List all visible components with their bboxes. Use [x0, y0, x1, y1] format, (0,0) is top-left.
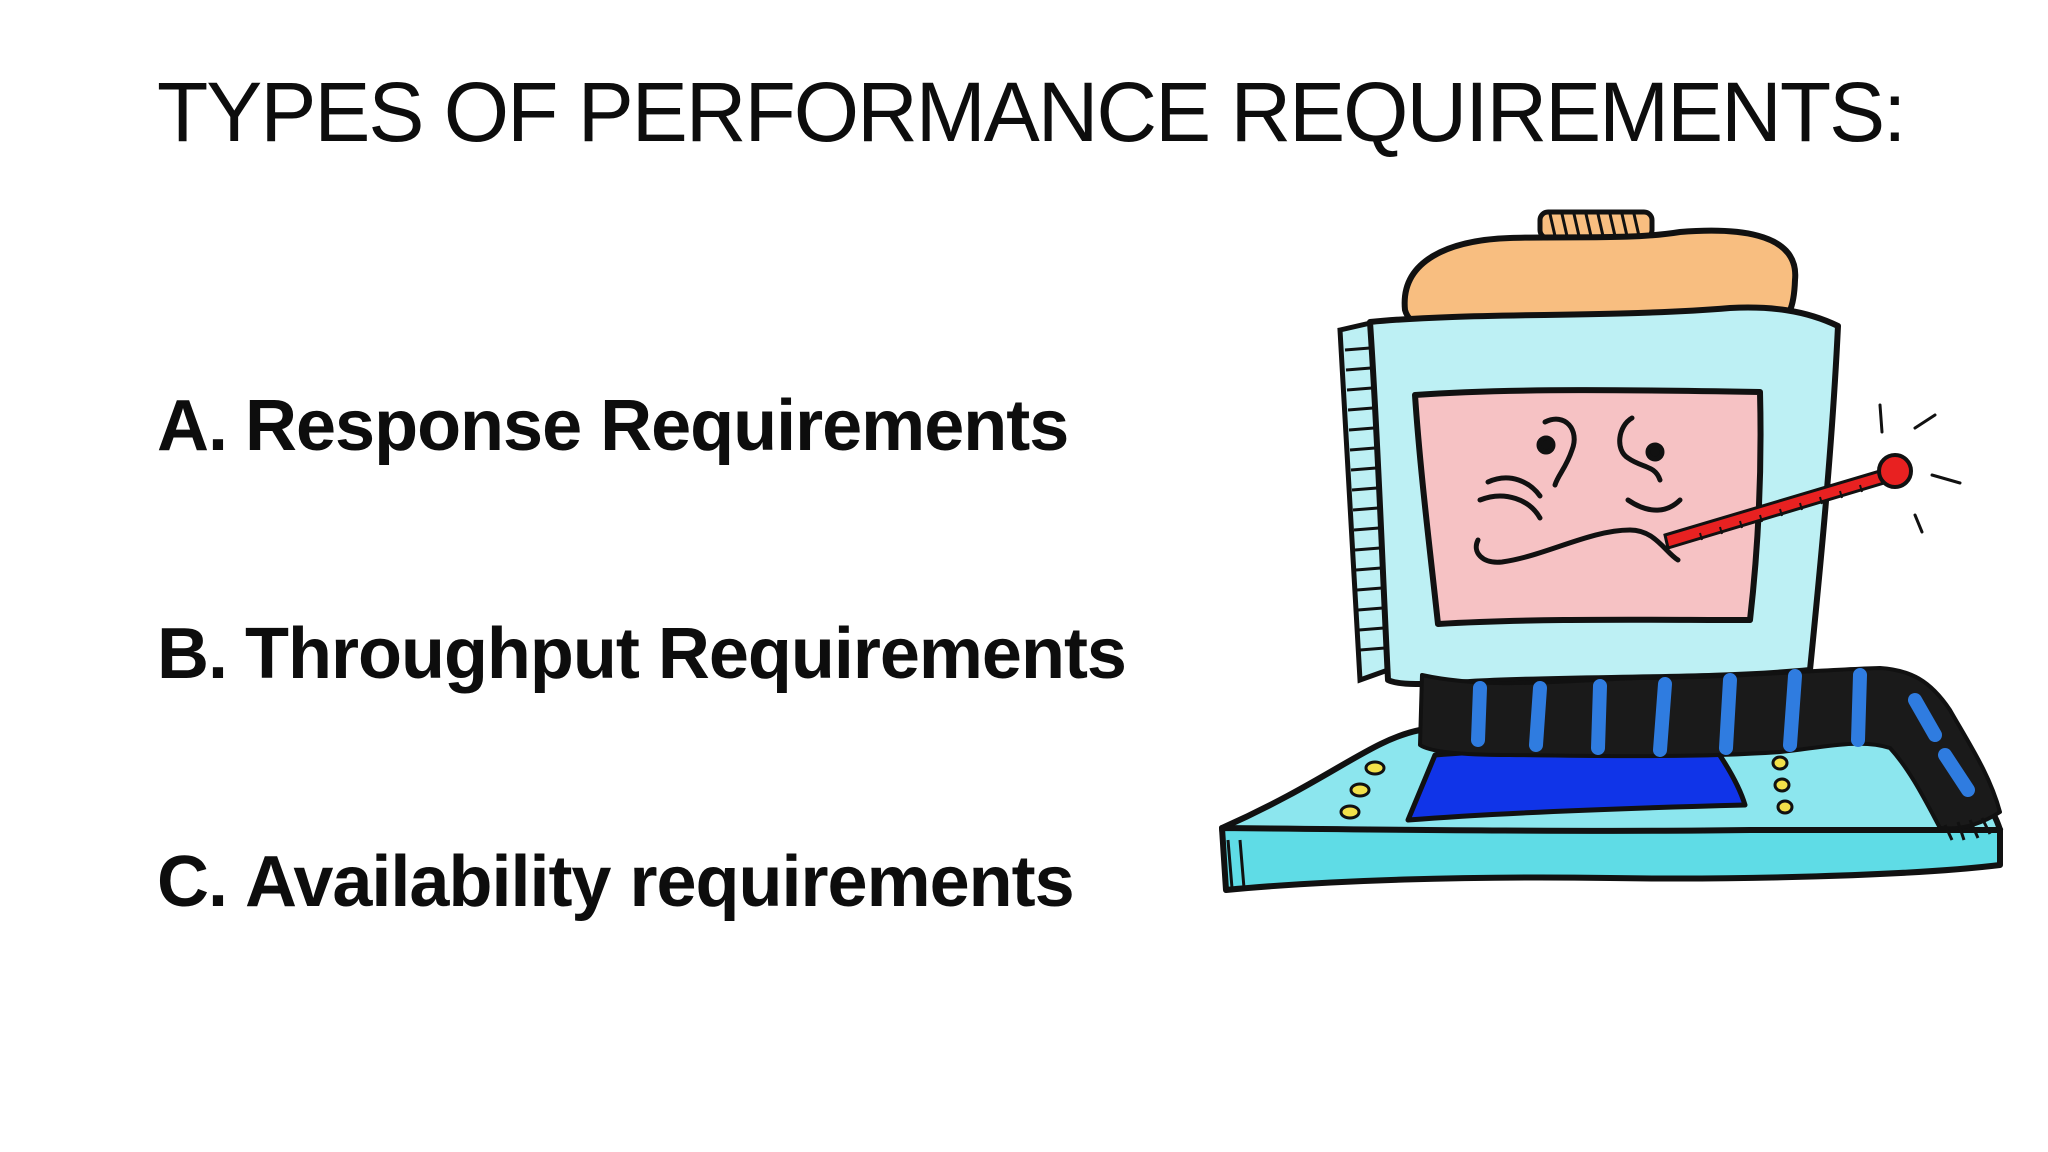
list-marker: C.	[157, 842, 228, 922]
list-item: A. Response Requirements	[157, 390, 1126, 618]
list-item: C. Availability requirements	[157, 846, 1126, 1074]
list-marker: B.	[157, 614, 228, 694]
eyes-icon	[1477, 415, 1683, 521]
list-item: B. Throughput Requirements	[157, 614, 1127, 846]
requirements-list: A. Response Requirements B. Throughput R…	[157, 390, 1127, 1074]
buttons-icon	[1339, 755, 1794, 820]
thermometer-icon	[1663, 453, 1913, 550]
list-marker: A.	[157, 386, 228, 466]
list-item-text: Throughput Requirements	[245, 614, 1127, 694]
fever-lines-icon	[1878, 403, 1962, 534]
sick-computer-icon	[1219, 209, 2004, 893]
ice-bag-cap-icon	[1537, 209, 1655, 241]
scarf-icon	[1418, 666, 2004, 841]
list-item-text: Availability requirements	[245, 842, 1075, 922]
slide-title: TYPES OF PERFORMANCE REQUIREMENTS:	[157, 65, 1907, 159]
mouth-icon	[1473, 527, 1681, 565]
list-item-text: Response Requirements	[245, 386, 1069, 466]
screen-face-icon	[1412, 387, 1764, 627]
